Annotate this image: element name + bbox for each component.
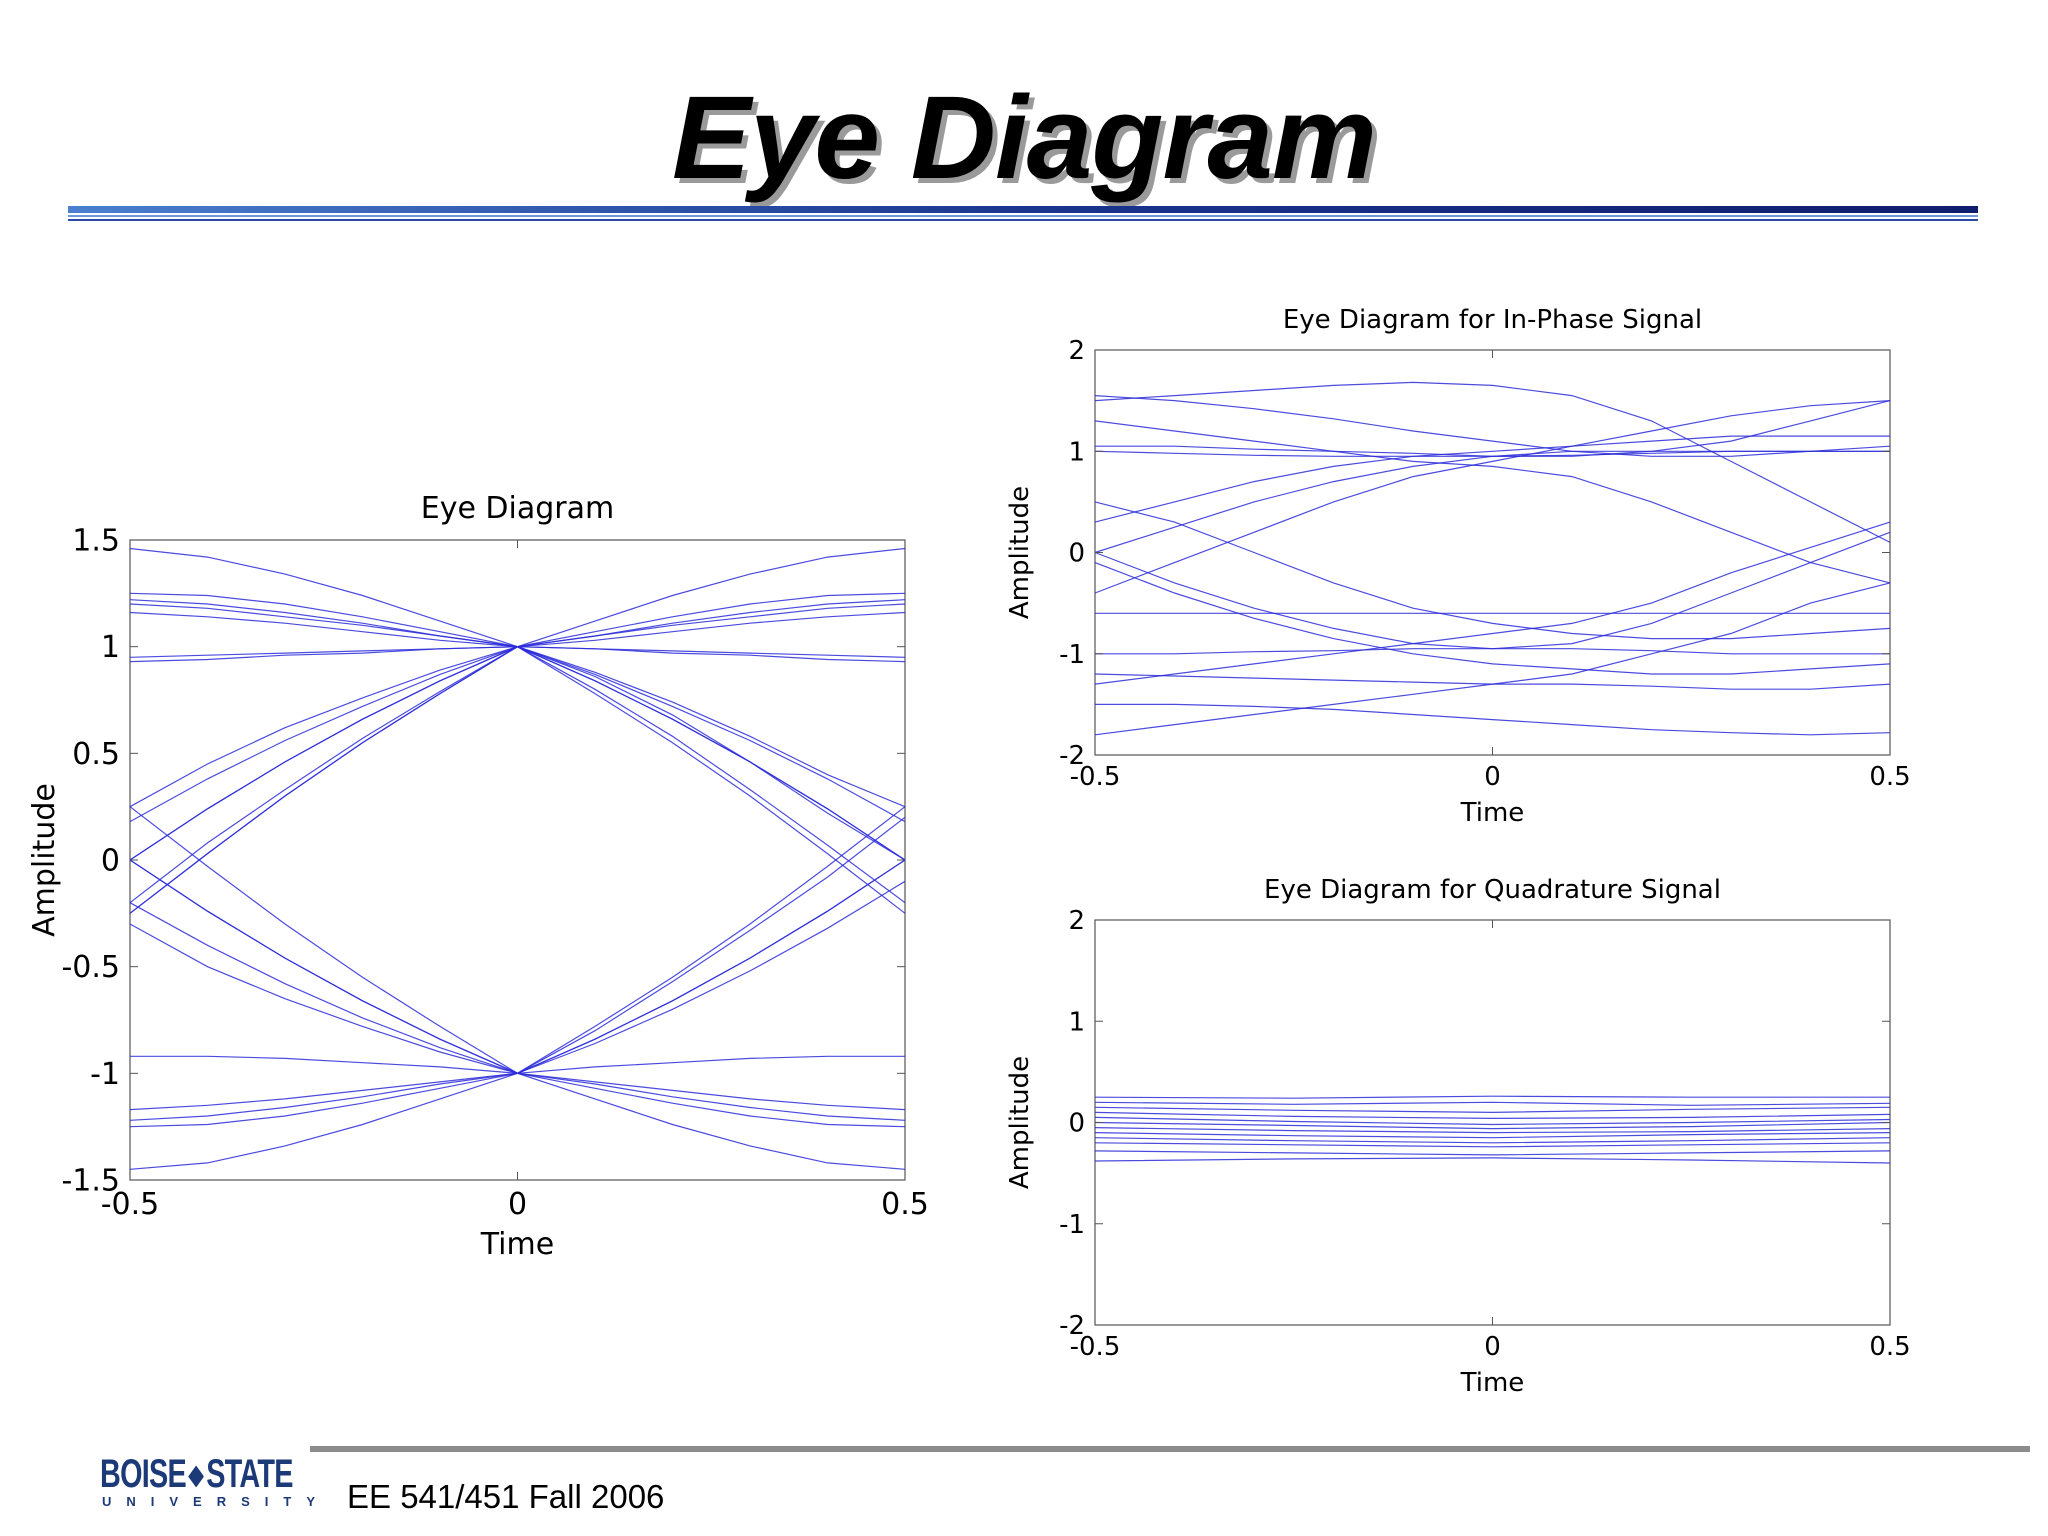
trace-7 <box>1094 1132 1891 1139</box>
y-tick-label: 1.5 <box>72 524 120 559</box>
footer-rule <box>310 1446 2030 1452</box>
x-tick-label: 0.5 <box>1869 762 1910 792</box>
x-tick-label: -0.5 <box>1070 1332 1121 1362</box>
y-axis-label: Amplitude <box>27 783 62 937</box>
trace-13 <box>129 646 906 904</box>
y-tick-label: 1 <box>1068 437 1085 467</box>
footer-course-label: EE 541/451 Fall 2006 <box>347 1478 665 1515</box>
x-tick-label: -0.5 <box>101 1187 160 1222</box>
title-rule <box>68 206 1978 221</box>
slide-title: Eye Diagram <box>672 72 1377 204</box>
trace-3 <box>1094 1111 1891 1120</box>
inphase-eye-diagram-chart: Eye Diagram for In-Phase Signal -0.5 0 0.5 2… <box>1005 305 1911 828</box>
x-tick-label: -0.5 <box>1070 762 1121 792</box>
x-axis-label: Time <box>1460 1368 1525 1398</box>
trace-8 <box>1094 1137 1891 1144</box>
trace-0 <box>1094 1095 1890 1099</box>
y-tick-label: -2 <box>1059 741 1085 771</box>
trace-10 <box>1094 521 1891 685</box>
y-tick-label: -1 <box>1059 640 1085 670</box>
trace-2 <box>1094 1106 1891 1114</box>
trace-9 <box>1094 1142 1891 1148</box>
trace-14 <box>1095 703 1891 736</box>
trace-13 <box>1094 582 1891 736</box>
eye-diagram-chart: Eye Diagram -0.5 0 0.5 1.5 1 0.5 0 -0.5 -1 -1.5Tim… <box>27 491 929 1260</box>
trace-6 <box>1094 1127 1891 1134</box>
quadrature-eye-diagram-chart: Eye Diagram for Quadrature Signal -0.5 0 0.… <box>1005 875 1911 1398</box>
y-tick-label: 0 <box>1068 539 1085 569</box>
x-tick-label: 0.5 <box>881 1187 929 1222</box>
plot-area <box>1094 349 1891 756</box>
trace-10 <box>1094 1150 1891 1156</box>
y-tick-label: 2 <box>1068 906 1085 936</box>
x-tick-label: 0.5 <box>1869 1332 1910 1362</box>
y-tick-label: 2 <box>1068 336 1085 366</box>
trace-9 <box>1094 562 1891 675</box>
trace-23 <box>129 1072 906 1170</box>
trace-1 <box>1094 381 1891 543</box>
trace-1 <box>1094 1101 1891 1106</box>
plot-area <box>129 539 906 1181</box>
y-axis-label: Amplitude <box>1005 1056 1035 1189</box>
y-tick-label: 0 <box>101 844 120 879</box>
y-tick-label: -2 <box>1059 1311 1085 1341</box>
trace-7 <box>1094 420 1891 584</box>
y-tick-label: 1 <box>1068 1007 1085 1037</box>
trace-4 <box>1094 1116 1891 1126</box>
trace-11 <box>1095 648 1890 655</box>
x-axis-label: Time <box>480 1227 554 1260</box>
chart-title: Eye Diagram for Quadrature Signal <box>1264 875 1721 905</box>
trace-5 <box>1094 1121 1891 1130</box>
y-tick-label: -1 <box>1059 1210 1085 1240</box>
y-tick-label: -0.5 <box>61 950 120 985</box>
y-tick-label: -1 <box>90 1057 120 1092</box>
trace-4 <box>1094 435 1890 523</box>
trace-0 <box>1094 395 1891 457</box>
y-tick-label: -1.5 <box>61 1164 120 1199</box>
x-tick-label: 0 <box>508 1187 527 1222</box>
x-tick-label: 0 <box>1484 762 1501 792</box>
x-axis-label: Time <box>1460 798 1525 828</box>
trace-15 <box>1094 501 1891 640</box>
chart-title: Eye Diagram for In-Phase Signal <box>1283 305 1702 335</box>
x-tick-label: 0 <box>1484 1332 1501 1362</box>
y-axis-label: Amplitude <box>1005 486 1035 619</box>
logo-university: UNIVERSITY <box>102 1494 331 1509</box>
plot-area <box>1094 919 1891 1326</box>
y-tick-label: 0.5 <box>72 737 120 772</box>
trace-5 <box>1094 450 1890 554</box>
trace-11 <box>1094 1157 1891 1164</box>
y-tick-label: 1 <box>101 630 120 665</box>
y-tick-label: 0 <box>1068 1109 1085 1139</box>
chart-title: Eye Diagram <box>421 491 615 526</box>
